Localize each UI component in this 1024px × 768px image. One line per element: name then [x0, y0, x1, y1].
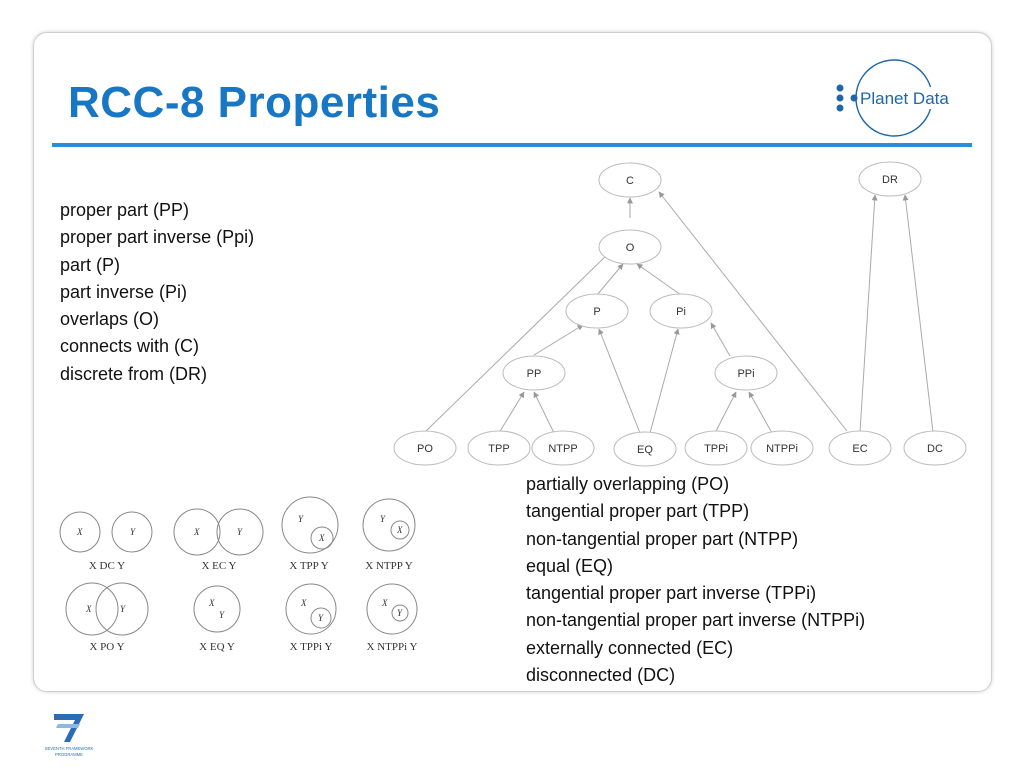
svg-text:PP: PP: [527, 368, 542, 380]
svg-text:Y: Y: [298, 514, 304, 524]
logo-dot-icon: [836, 104, 844, 112]
svg-text:X: X: [318, 533, 325, 543]
list-item: non-tangential proper part (NTPP): [526, 528, 799, 549]
graph-node-pp: PP: [502, 355, 566, 391]
svg-text:Y: Y: [237, 527, 243, 537]
logo-text: Planet Data: [860, 89, 949, 108]
graph-node-pi: Pi: [649, 293, 713, 329]
svg-text:TPP: TPP: [488, 443, 509, 455]
graph-node-tppi: TPPi: [684, 430, 748, 466]
svg-text:PROGRAMME: PROGRAMME: [55, 752, 83, 757]
graph-node-eq: EQ: [613, 431, 677, 467]
svg-text:P: P: [593, 306, 600, 318]
slide-title: RCC-8 Properties: [68, 78, 441, 127]
svg-text:Y: Y: [380, 514, 386, 524]
region-label: X TPPi Y: [290, 641, 333, 653]
logo-dot-icon: [850, 94, 858, 102]
rcc8-relations-list: partially overlapping (PO) tangential pr…: [526, 471, 865, 689]
svg-text:DR: DR: [882, 174, 898, 186]
logo-dot-icon: [836, 94, 844, 102]
region-label: X DC Y: [89, 560, 125, 572]
graph-edges: [424, 191, 934, 434]
list-item: partially overlapping (PO): [526, 474, 730, 494]
list-item: discrete from (DR): [60, 363, 208, 384]
svg-text:X: X: [300, 598, 307, 608]
relation-hierarchy-graph: C DR O P Pi PP PPi PO TPP NTPP EQ T: [393, 161, 967, 467]
graph-node-ppi: PPi: [714, 355, 778, 391]
region-po: [65, 582, 149, 636]
graph-node-c: C: [598, 162, 662, 198]
region-label: X TPP Y: [289, 560, 328, 572]
list-item: externally connected (EC): [526, 637, 734, 658]
list-item: connects with (C): [60, 336, 200, 357]
svg-text:Y: Y: [120, 604, 126, 614]
region-label: X NTPPi Y: [367, 641, 418, 653]
list-item: overlaps (O): [60, 309, 160, 330]
graph-node-ntpp: NTPP: [531, 430, 595, 466]
svg-text:Y: Y: [219, 610, 225, 620]
region-tpp: [281, 496, 339, 554]
list-item: part (P): [60, 254, 121, 275]
list-item: disconnected (DC): [526, 665, 676, 686]
rcc8-region-diagram: X Y X Y Y X Y X X Y X Y X Y X Y X DC Y X…: [59, 496, 418, 653]
svg-text:PPi: PPi: [737, 368, 754, 380]
svg-text:X: X: [85, 604, 92, 614]
base-relations-list: proper part (PP) proper part inverse (Pp…: [60, 197, 254, 388]
region-labels: X DC Y X EC Y X TPP Y X NTPP Y X PO Y X …: [89, 560, 418, 653]
svg-text:DC: DC: [927, 443, 943, 455]
region-label: X EC Y: [201, 560, 236, 572]
planet-data-logo: Planet Data: [836, 59, 972, 137]
region-eq: [193, 585, 241, 633]
svg-text:X: X: [381, 598, 388, 608]
svg-text:NTPPi: NTPPi: [766, 443, 798, 455]
graph-node-po: PO: [393, 430, 457, 466]
svg-text:EQ: EQ: [637, 444, 653, 456]
svg-text:X: X: [193, 527, 200, 537]
list-item: part inverse (Pi): [60, 281, 188, 302]
list-item: tangential proper part (TPP): [526, 501, 750, 522]
svg-text:NTPP: NTPP: [548, 443, 577, 455]
graph-node-ntppi: NTPPi: [750, 430, 814, 466]
region-dc: [59, 511, 153, 553]
svg-text:O: O: [626, 242, 635, 254]
list-item: non-tangential proper part inverse (NTPP…: [526, 610, 866, 631]
graph-node-tpp: TPP: [467, 430, 531, 466]
list-item: tangential proper part inverse (TPPi): [526, 583, 817, 604]
region-ntppi: [366, 583, 418, 635]
fp7-logo: SEVENTH FRAMEWORK PROGRAMME: [45, 714, 94, 757]
region-variables: X Y X Y Y X Y X X Y X Y X Y X Y: [76, 514, 403, 623]
region-label: X NTPP Y: [365, 560, 413, 572]
graph-node-p: P: [565, 293, 629, 329]
svg-text:Y: Y: [130, 527, 136, 537]
svg-text:Y: Y: [397, 608, 403, 618]
graph-node-ec: EC: [828, 430, 892, 466]
svg-text:Y: Y: [318, 613, 324, 623]
svg-text:SEVENTH FRAMEWORK: SEVENTH FRAMEWORK: [45, 746, 94, 751]
title-divider: [52, 143, 972, 147]
svg-text:TPPi: TPPi: [704, 443, 728, 455]
region-label: X PO Y: [89, 641, 124, 653]
list-item: proper part inverse (Ppi): [60, 227, 255, 248]
svg-text:PO: PO: [417, 443, 433, 455]
svg-text:X: X: [396, 525, 403, 535]
graph-node-dr: DR: [858, 161, 922, 197]
svg-text:EC: EC: [852, 443, 867, 455]
region-label: X EQ Y: [199, 641, 235, 653]
list-item: equal (EQ): [526, 555, 614, 576]
region-ec: [173, 508, 264, 556]
svg-text:X: X: [76, 527, 83, 537]
graph-node-o: O: [598, 229, 662, 265]
region-tppi: [285, 583, 337, 635]
list-item: proper part (PP): [60, 200, 190, 220]
svg-text:C: C: [626, 175, 634, 187]
logo-dot-icon: [836, 84, 844, 92]
svg-text:Pi: Pi: [676, 306, 686, 318]
svg-text:X: X: [208, 598, 215, 608]
region-ntpp: [362, 498, 416, 552]
graph-node-dc: DC: [903, 430, 967, 466]
